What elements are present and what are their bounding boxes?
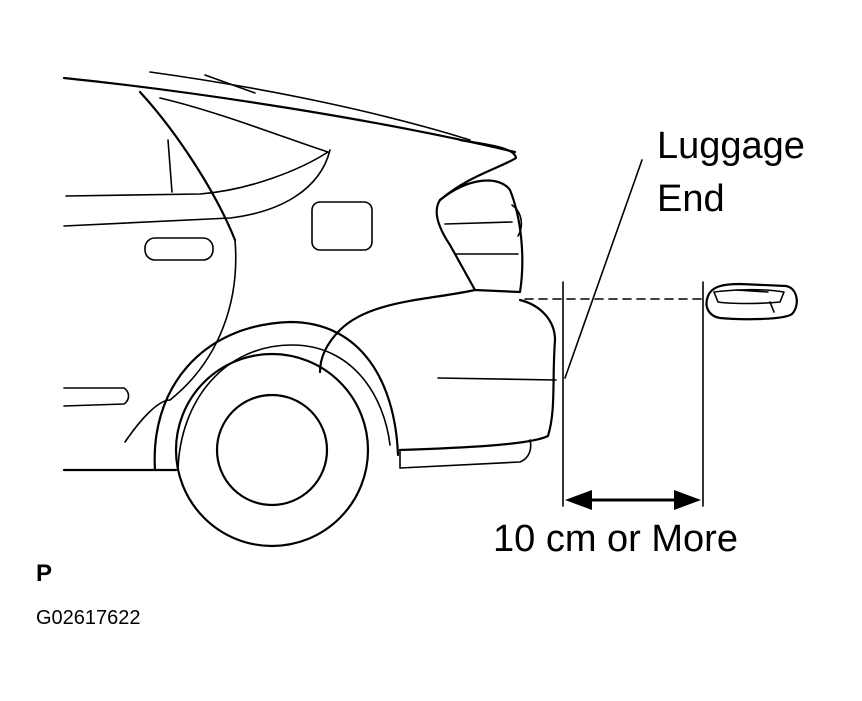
- obstacle-object: [705, 282, 798, 321]
- bumper-crease: [437, 377, 557, 381]
- tail-lamp-lens: [511, 204, 523, 237]
- figure-id-label: G02617622: [36, 607, 141, 629]
- bumper-face: [398, 298, 557, 452]
- rear-quarter-panel: [318, 288, 477, 374]
- luggage-leader-line: [564, 159, 643, 379]
- side-skirt: [63, 387, 130, 407]
- roof-inner-line: [149, 71, 471, 141]
- roof-rail: [204, 74, 256, 94]
- distance-arrowhead-left: [565, 490, 592, 510]
- window-divider: [167, 139, 173, 193]
- wheel-arch: [153, 320, 400, 472]
- sill-curve: [124, 399, 171, 443]
- fuel-door: [311, 201, 373, 251]
- roof-line: [62, 76, 517, 154]
- view-code-label: P: [36, 560, 53, 587]
- beltline: [63, 149, 331, 227]
- rear-spoiler: [438, 138, 518, 202]
- tail-lamp: [435, 179, 524, 294]
- c-pillar-outer: [138, 90, 237, 242]
- luggage-end-label-line2: End: [657, 178, 725, 220]
- door-handle: [144, 237, 214, 261]
- rear-tyre: [174, 352, 370, 548]
- bumper-lower: [399, 439, 532, 469]
- rear-side-window: [65, 97, 329, 197]
- distance-arrowhead-right: [674, 490, 701, 510]
- wheel-arch-liner: [177, 344, 391, 471]
- tail-lamp-segment-1: [444, 221, 513, 225]
- luggage-end-label-line1: Luggage: [657, 125, 805, 167]
- obstacle-object-detail: [735, 289, 775, 313]
- rear-door-edge: [169, 239, 237, 401]
- wheel-rim: [215, 393, 329, 507]
- obstacle-object-top: [713, 288, 785, 305]
- distance-label: 10 cm or More: [493, 518, 738, 560]
